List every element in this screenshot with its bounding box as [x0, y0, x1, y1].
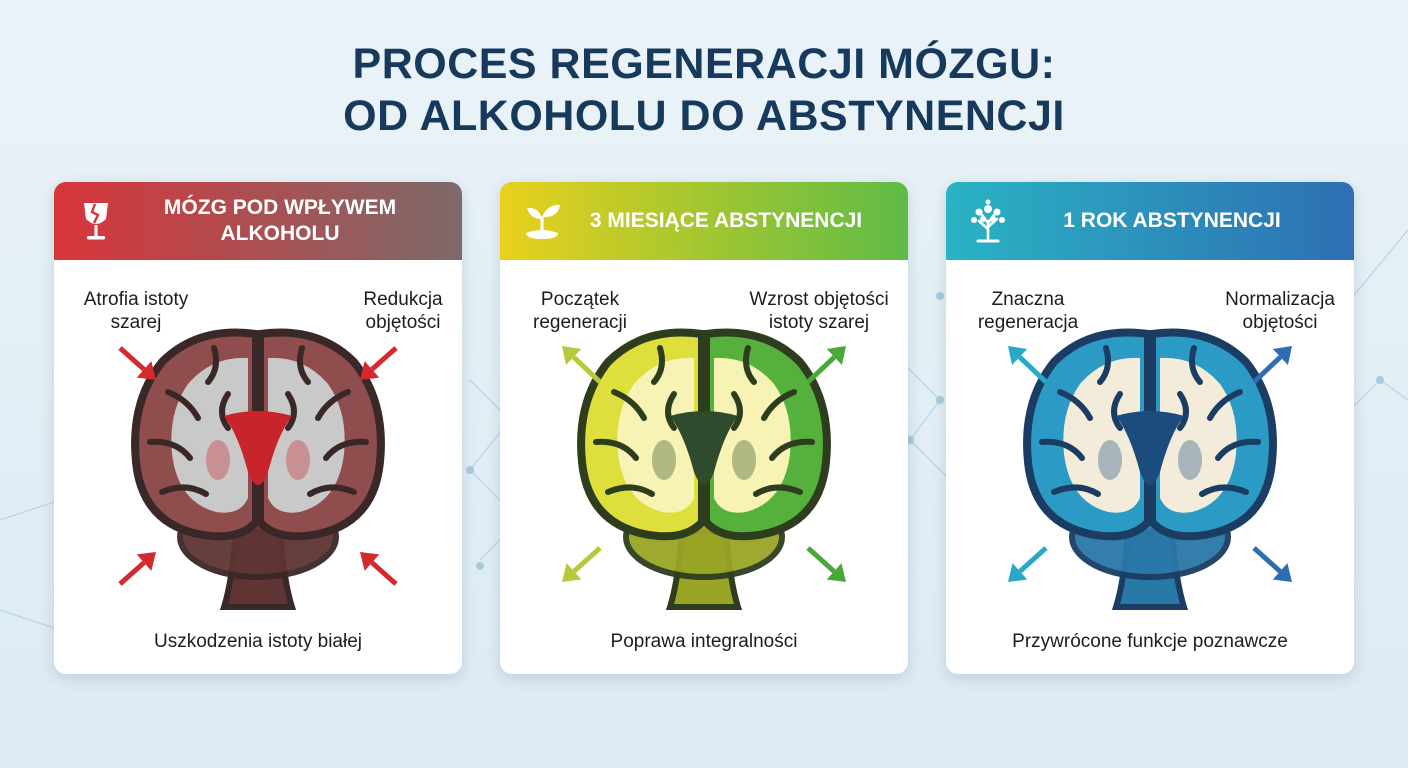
direction-arrow: [562, 546, 602, 582]
direction-arrow: [1252, 346, 1292, 384]
arrows-layer: [1008, 346, 1292, 582]
brain-illustration: [1023, 328, 1277, 610]
direction-arrow: [562, 346, 602, 384]
direction-arrow: [1008, 346, 1048, 384]
card-alcohol: MÓZG POD WPŁYWEM ALKOHOLU Atrofia istoty …: [54, 182, 462, 674]
card-header-title: 3 MIESIĄCE ABSTYNENCJI: [589, 209, 863, 232]
direction-arrow: [360, 346, 398, 380]
card-header: MÓZG POD WPŁYWEM ALKOHOLU: [54, 182, 462, 260]
direction-arrow: [1252, 546, 1292, 582]
arrows-layer: [562, 346, 846, 582]
direction-arrow: [806, 346, 846, 384]
card-caption: Poprawa integralności: [610, 631, 798, 652]
card-3-months: 3 MIESIĄCE ABSTYNENCJI Początek regenerac…: [500, 182, 908, 674]
page-title-line1: PROCES REGENERACJI MÓZGU:: [352, 40, 1056, 88]
arrows-layer: [118, 346, 398, 586]
label-right: Wzrost objętości istoty szarej: [749, 289, 889, 333]
broken-wine-glass-icon: [84, 203, 108, 240]
page-title: PROCES REGENERACJI MÓZGU: OD ALKOHOLU DO…: [0, 38, 1408, 142]
card-header-title: MÓZG POD WPŁYWEM ALKOHOLU: [163, 196, 397, 245]
direction-arrow: [806, 546, 846, 582]
direction-arrow: [118, 552, 156, 586]
label-left: Atrofia istoty szarej: [83, 289, 189, 333]
page-title-line2: OD ALKOHOLU DO ABSTYNENCJI: [343, 92, 1065, 140]
direction-arrow: [360, 552, 398, 586]
direction-arrow: [118, 346, 156, 380]
card-header: 3 MIESIĄCE ABSTYNENCJI: [500, 182, 908, 260]
brain-illustration: [131, 328, 385, 610]
direction-arrow: [1008, 546, 1048, 582]
label-right: Normalizacja objętości: [1225, 289, 1335, 333]
card-header-title: 1 ROK ABSTYNENCJI: [1063, 209, 1281, 232]
card-1-year: 1 ROK ABSTYNENCJI Znaczna regeneracja Norm…: [946, 182, 1354, 674]
sprout-icon: [526, 204, 560, 239]
label-left: Znaczna regeneracja: [977, 289, 1079, 333]
label-right: Redukcja objętości: [363, 289, 443, 333]
card-caption: Uszkodzenia istoty białej: [153, 631, 363, 652]
tree-icon: [971, 199, 1005, 243]
card-header: 1 ROK ABSTYNENCJI: [946, 182, 1354, 260]
card-caption: Przywrócone funkcje poznawcze: [1012, 631, 1288, 652]
brain-illustration: [577, 328, 831, 610]
label-left: Początek regeneracji: [533, 289, 627, 333]
